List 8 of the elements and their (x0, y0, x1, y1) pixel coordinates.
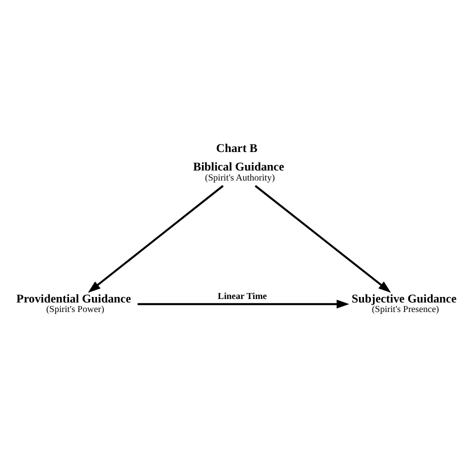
arrow (138, 299, 350, 308)
diagram-title: Chart B (216, 140, 258, 155)
edge-label: Linear Time (218, 291, 267, 302)
arrow (88, 184, 224, 292)
node-text: Subjective Guidance (Spirit's Presence) (352, 290, 457, 315)
node-text: Biblical Guidance (Spirit's Authority) (193, 159, 284, 183)
arrow (254, 184, 391, 292)
node-text: Providential Guidance (Spirit's Power) (16, 290, 132, 315)
